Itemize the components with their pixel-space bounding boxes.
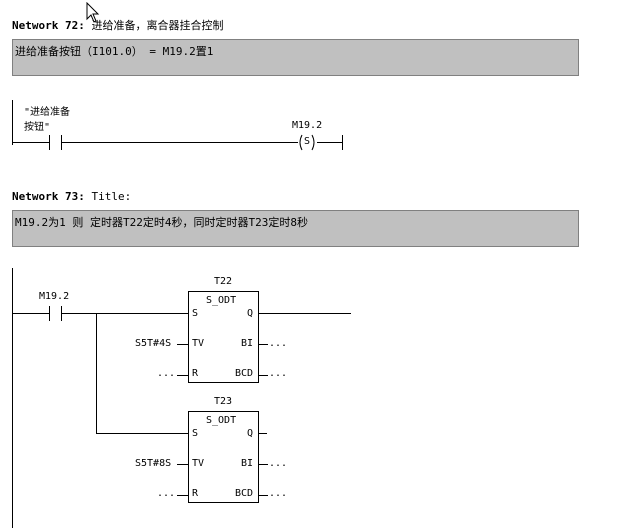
network-72-comment[interactable]: 进给准备按钮（I101.0） = M19.2置1: [12, 39, 579, 76]
power-rail: [12, 268, 13, 528]
timer1-tv-value[interactable]: S5T#4S: [135, 338, 172, 349]
pin-s: S: [192, 308, 199, 319]
timer2-tv-value[interactable]: S5T#8S: [135, 458, 172, 469]
network-73-title: Title:: [91, 190, 132, 203]
network-72-title: 进给准备，离合器挂合控制: [91, 19, 224, 32]
network-73-comment[interactable]: M19.2为1 则 定时器T22定时4秒，同时定时器T23定时8秒: [12, 210, 579, 247]
pin-tv: TV: [192, 338, 205, 349]
network-72-label: Network 72: [12, 19, 79, 32]
wire: [259, 344, 268, 345]
contact-symbol-line1: "进给准备: [24, 107, 71, 118]
wire: [12, 142, 49, 143]
wire: [61, 142, 298, 143]
timer2-bcd-value[interactable]: ...: [269, 488, 288, 499]
contact-address: M19.2: [39, 291, 70, 302]
power-rail: [12, 100, 13, 145]
wire: [12, 313, 49, 314]
wire: [177, 344, 188, 345]
rung-end-bar: [342, 135, 343, 150]
network-72-comment-text: 进给准备按钮（I101.0） = M19.2置1: [15, 45, 214, 58]
pin-r: R: [192, 368, 199, 379]
timer-block-t23[interactable]: S_ODT S Q TV BI R BCD: [188, 411, 259, 503]
coil-address: M19.2: [292, 120, 323, 131]
timer-block-t22[interactable]: S_ODT S Q TV BI R BCD: [188, 291, 259, 383]
timer1-name: T22: [214, 276, 233, 287]
timer2-r-value[interactable]: ...: [157, 488, 176, 499]
pin-bcd: BCD: [235, 368, 254, 379]
network-72-header[interactable]: Network 72: 进给准备，离合器挂合控制: [12, 17, 223, 33]
pin-q: Q: [247, 428, 254, 439]
pin-s: S: [192, 428, 199, 439]
network-72-colon: :: [78, 19, 85, 32]
contact-symbol-line2: 按钮": [24, 122, 51, 133]
pin-bcd: BCD: [235, 488, 254, 499]
wire: [61, 313, 188, 314]
pin-tv: TV: [192, 458, 205, 469]
wire: [259, 313, 351, 314]
timer2-name: T23: [214, 396, 233, 407]
contact-left-bar: [49, 135, 50, 150]
pin-q: Q: [247, 308, 254, 319]
wire: [96, 433, 188, 434]
timer2-type: S_ODT: [206, 415, 237, 426]
network-73-header[interactable]: Network 73: Title:: [12, 190, 131, 203]
set-coil[interactable]: S: [297, 134, 317, 151]
wire: [259, 495, 268, 496]
mouse-pointer-icon: [86, 2, 100, 23]
wire: [259, 433, 267, 434]
timer1-bcd-value[interactable]: ...: [269, 368, 288, 379]
pin-bi: BI: [241, 338, 254, 349]
network-73-colon: :: [78, 190, 85, 203]
wire: [177, 495, 188, 496]
wire: [177, 375, 188, 376]
pin-bi: BI: [241, 458, 254, 469]
wire: [259, 464, 268, 465]
wire: [177, 464, 188, 465]
timer1-bi-value[interactable]: ...: [269, 338, 288, 349]
timer1-type: S_ODT: [206, 295, 237, 306]
network-73-label: Network 73: [12, 190, 79, 203]
coil-type: S: [304, 136, 311, 147]
branch-wire: [96, 313, 97, 434]
coil-icon: [299, 134, 315, 151]
network-73-comment-text: M19.2为1 则 定时器T22定时4秒，同时定时器T23定时8秒: [15, 216, 308, 229]
timer1-r-value[interactable]: ...: [157, 368, 176, 379]
wire: [317, 142, 342, 143]
wire: [259, 375, 268, 376]
timer2-bi-value[interactable]: ...: [269, 458, 288, 469]
contact-left-bar: [49, 306, 50, 321]
pin-r: R: [192, 488, 199, 499]
